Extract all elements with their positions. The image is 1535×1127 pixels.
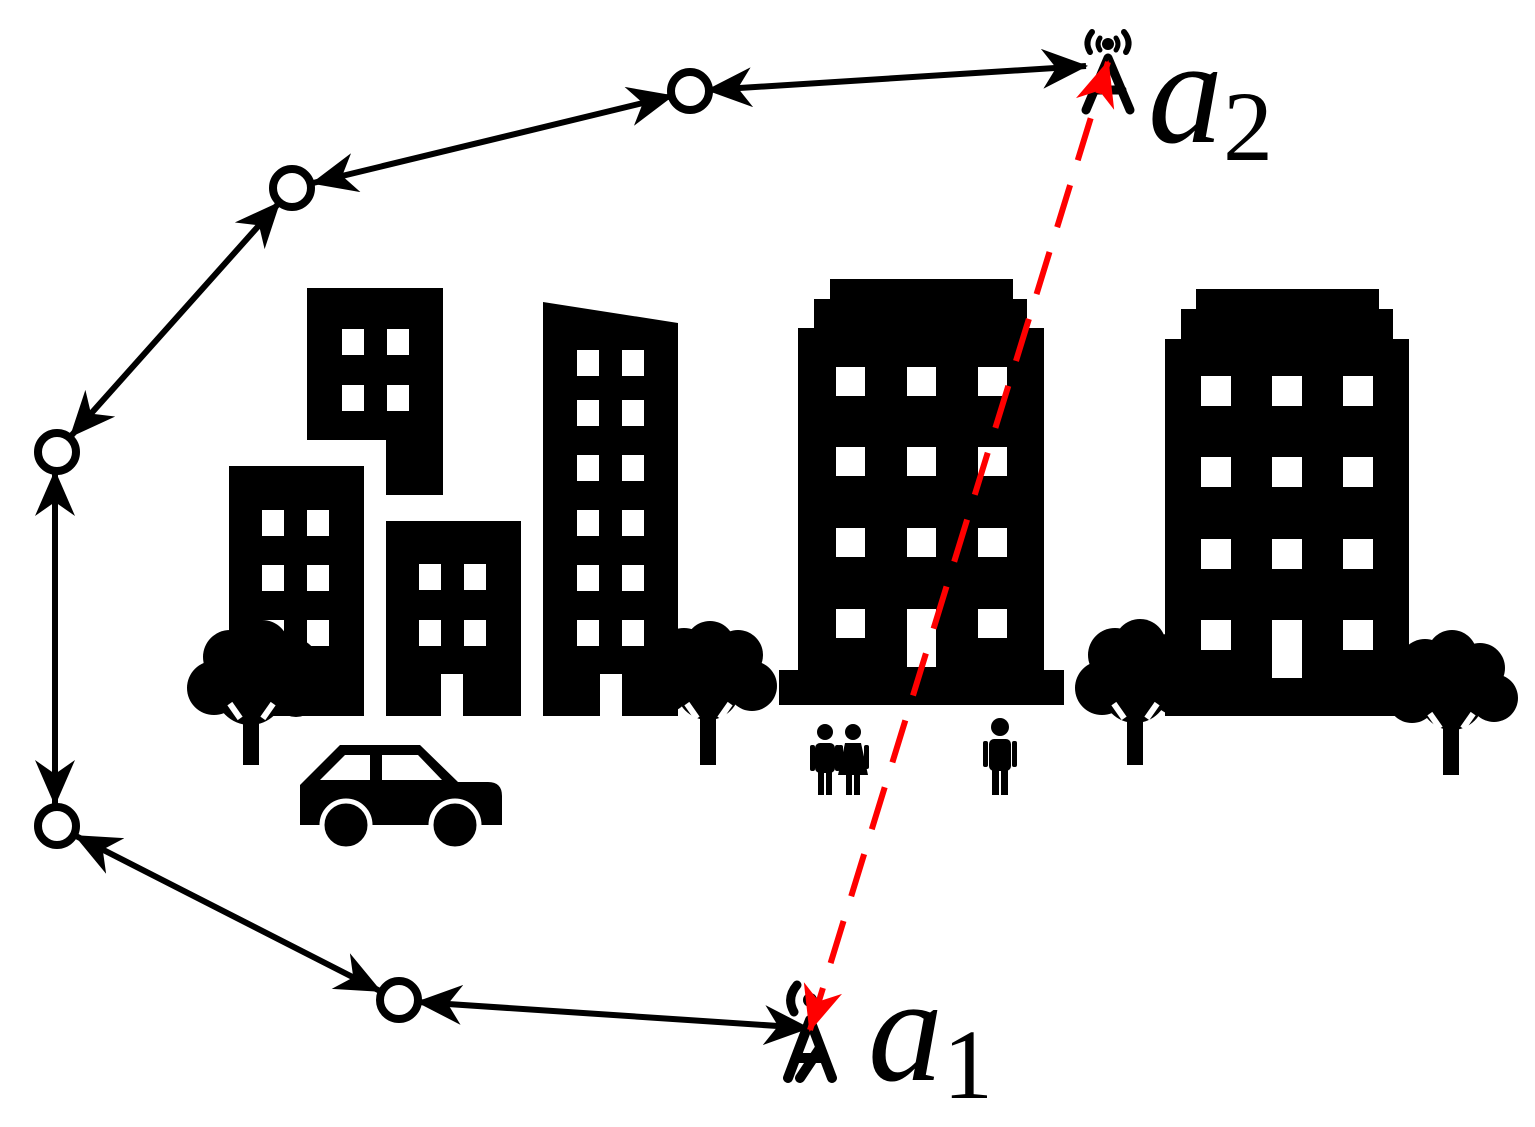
building-d-icon [543,302,678,719]
building-c-icon [386,521,521,719]
tree-icon [640,621,777,765]
direct-link-arrow [803,60,1115,1032]
link-node3-node2 [74,833,382,994]
relay-node-icon [376,977,422,1023]
link-node5-node6 [311,86,674,193]
link-node2-a1 [416,984,810,1046]
tree-icon [187,620,319,765]
label-a2: a2 [1148,9,1273,182]
relay-node-icon [269,165,315,211]
building-a-icon [307,288,443,495]
label-a1: a1 [868,947,993,1120]
relay-node-icon [34,803,80,849]
relay-node-icon [667,68,713,114]
person-icon [983,718,1017,795]
person-icon [810,724,840,795]
building-f-icon [1165,289,1409,716]
tree-icon [1075,619,1201,765]
relay-node-icon [34,429,80,475]
antenna-tower-icon [783,980,837,1083]
link-node6-a2 [706,48,1088,108]
person-icon [838,724,869,795]
tree-icon [1387,630,1518,775]
relay-nodes [34,68,713,1023]
link-node4-node5 [68,201,282,438]
car-icon [300,745,502,852]
